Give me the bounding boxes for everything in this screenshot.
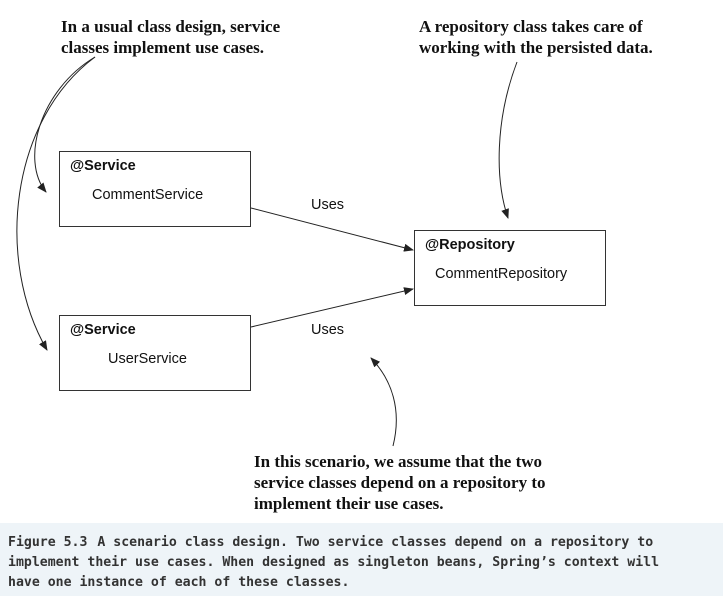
uses-edge-comment-service [250,207,414,252]
callout-arrow-scenario [370,357,397,447]
callout-arrow-repository [498,61,518,219]
annotation-service-classes: In a usual class design, service classes… [61,17,281,57]
uses-label-top: Uses [311,197,345,213]
connector-layer [16,56,518,447]
class-box-user-service: @Service UserService [59,315,251,391]
annotation-repository-class: A repository class takes care of working… [419,17,653,57]
uses-edge-user-service [250,287,414,328]
class-box-comment-repository: @Repository CommentRepository [414,230,606,306]
caption-text: A scenario class design. Two service cla… [8,535,660,590]
caption-figure-label: Figure 5.3 [8,535,88,550]
stereotype-label: @Service [70,322,136,338]
stereotype-label: @Service [70,158,136,174]
stereotype-label: @Repository [425,237,515,253]
class-name: UserService [108,351,187,367]
class-name: CommentService [92,187,204,203]
class-box-comment-service: @Service CommentService [59,151,251,227]
annotation-scenario: In this scenario, we assume that the two… [254,452,546,513]
callout-arrow-user-service [16,56,96,351]
class-name: CommentRepository [435,266,568,282]
uses-label-bottom: Uses [311,322,345,338]
